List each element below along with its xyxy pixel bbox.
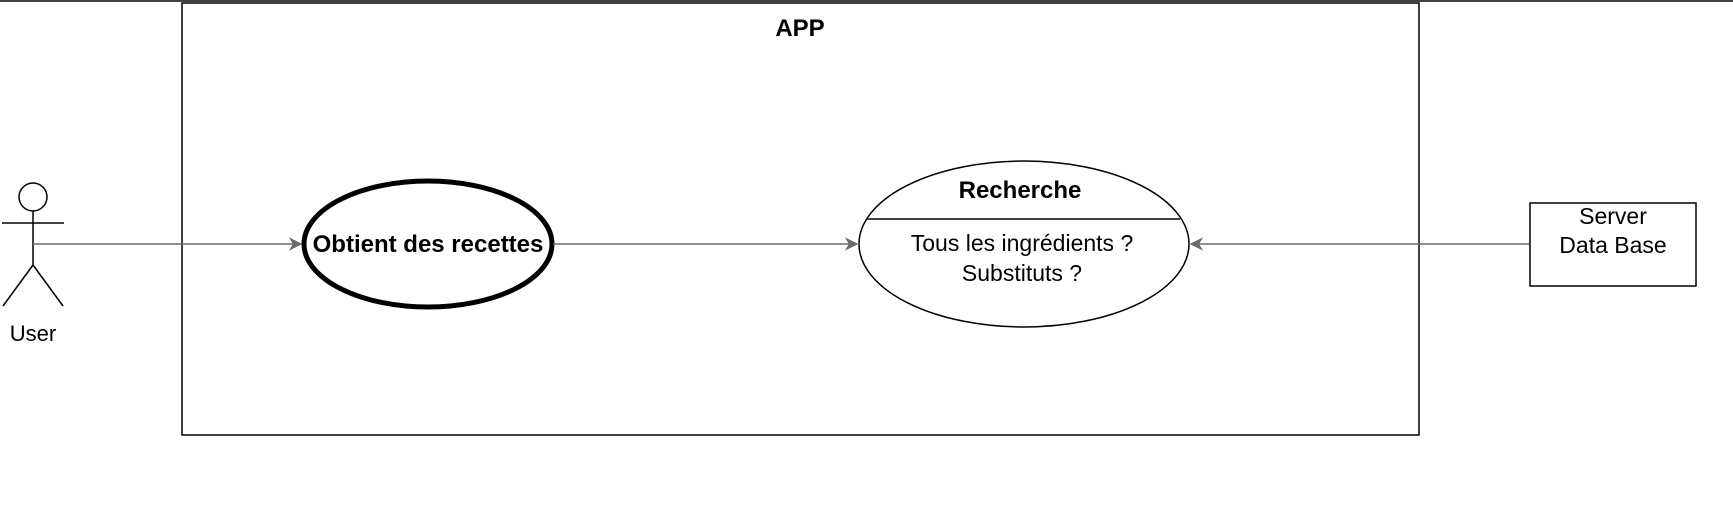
actor-head bbox=[18, 182, 48, 212]
use-case-recherche-title: Recherche bbox=[959, 177, 1082, 204]
actor-label: User bbox=[10, 321, 56, 346]
use-case-recherche-line1: Tous les ingrédients ? bbox=[911, 230, 1133, 256]
server-label-line2: Data Base bbox=[1559, 232, 1666, 258]
use-case-recherche-line2: Substituts ? bbox=[962, 260, 1082, 286]
server-database-box[interactable] bbox=[1529, 202, 1697, 287]
actor-left-leg bbox=[2, 264, 34, 307]
actor-right-leg bbox=[32, 264, 64, 307]
use-case-recherche[interactable] bbox=[858, 160, 1190, 328]
system-title: APP bbox=[775, 15, 824, 42]
server-label-line1: Server bbox=[1579, 203, 1647, 229]
system-boundary[interactable] bbox=[181, 2, 1420, 436]
user-actor[interactable] bbox=[2, 182, 64, 307]
use-case-obtient-des-recettes[interactable] bbox=[301, 178, 555, 310]
use-case-main-label: Obtient des recettes bbox=[313, 231, 544, 258]
